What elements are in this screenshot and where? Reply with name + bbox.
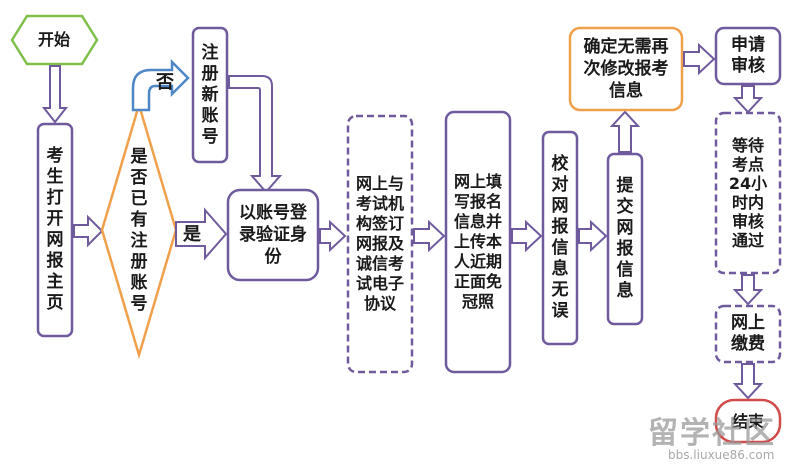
- arrow-register-to-login: [228, 75, 283, 194]
- register-node-shape: [191, 26, 229, 164]
- end-label: 结束: [731, 411, 764, 431]
- apply-label: 申请审核: [731, 35, 765, 76]
- decision-node-shape: [100, 100, 178, 360]
- login-node-shape: [226, 188, 320, 282]
- fill-node-shape: [444, 110, 512, 374]
- decision-label: 是否已有注册账号: [130, 147, 148, 314]
- arrow-check-to-submit: [578, 219, 608, 253]
- pay-label: 网上缴费: [731, 313, 765, 354]
- arrow-agreement-to-fill: [413, 219, 446, 253]
- arrow-yes-to-login: [175, 207, 228, 261]
- arrow-apply-to-wait: [732, 85, 764, 114]
- agreement-node-shape: [346, 114, 414, 374]
- submit-label: 提交网报信息: [616, 176, 634, 301]
- apply-node-shape: [714, 26, 782, 86]
- confirm-node-shape: [568, 26, 684, 112]
- agreement-label: 网上与考试机构签订网报及诚信考试电子协议: [356, 174, 405, 313]
- wait-label: 等待考点24小时内审核通过: [728, 136, 768, 250]
- wait-node-shape: [714, 111, 782, 275]
- login-label: 以账号登录验证身份: [239, 203, 307, 267]
- submit-node-shape: [606, 152, 644, 326]
- check-node-shape: [541, 130, 579, 346]
- fill-label: 网上填写报名信息并上传本人近期正面免冠照: [454, 172, 503, 311]
- edge-label-no: 否: [156, 71, 174, 93]
- homepage-label: 考生打开网报主页: [46, 146, 64, 313]
- confirm-label: 确定无需再次修改报考信息: [583, 37, 669, 101]
- watermark-url: bbs.liuxue86.com: [668, 448, 775, 462]
- register-label: 注册新账号: [201, 42, 219, 147]
- arrow-no-to-register: [131, 58, 190, 112]
- arrow-wait-to-pay: [732, 274, 764, 306]
- start-node-shape: [10, 14, 99, 66]
- arrow-login-to-agreement: [319, 219, 347, 253]
- arrow-start-to-homepage: [41, 65, 69, 124]
- watermark-logo: 留学社区: [648, 416, 776, 451]
- arrow-pay-to-end: [732, 363, 764, 400]
- pay-node-shape: [714, 304, 782, 364]
- arrow-submit-to-confirm: [609, 110, 641, 153]
- arrow-homepage-to-decision: [73, 214, 104, 248]
- start-label: 开始: [37, 30, 70, 49]
- end-node-shape: [714, 398, 782, 444]
- check-label: 校对网报信息无误: [551, 154, 569, 321]
- edge-label-yes: 是: [183, 223, 201, 245]
- arrow-confirm-to-apply: [683, 42, 716, 76]
- arrow-fill-to-check: [511, 219, 543, 253]
- homepage-node-shape: [36, 122, 74, 338]
